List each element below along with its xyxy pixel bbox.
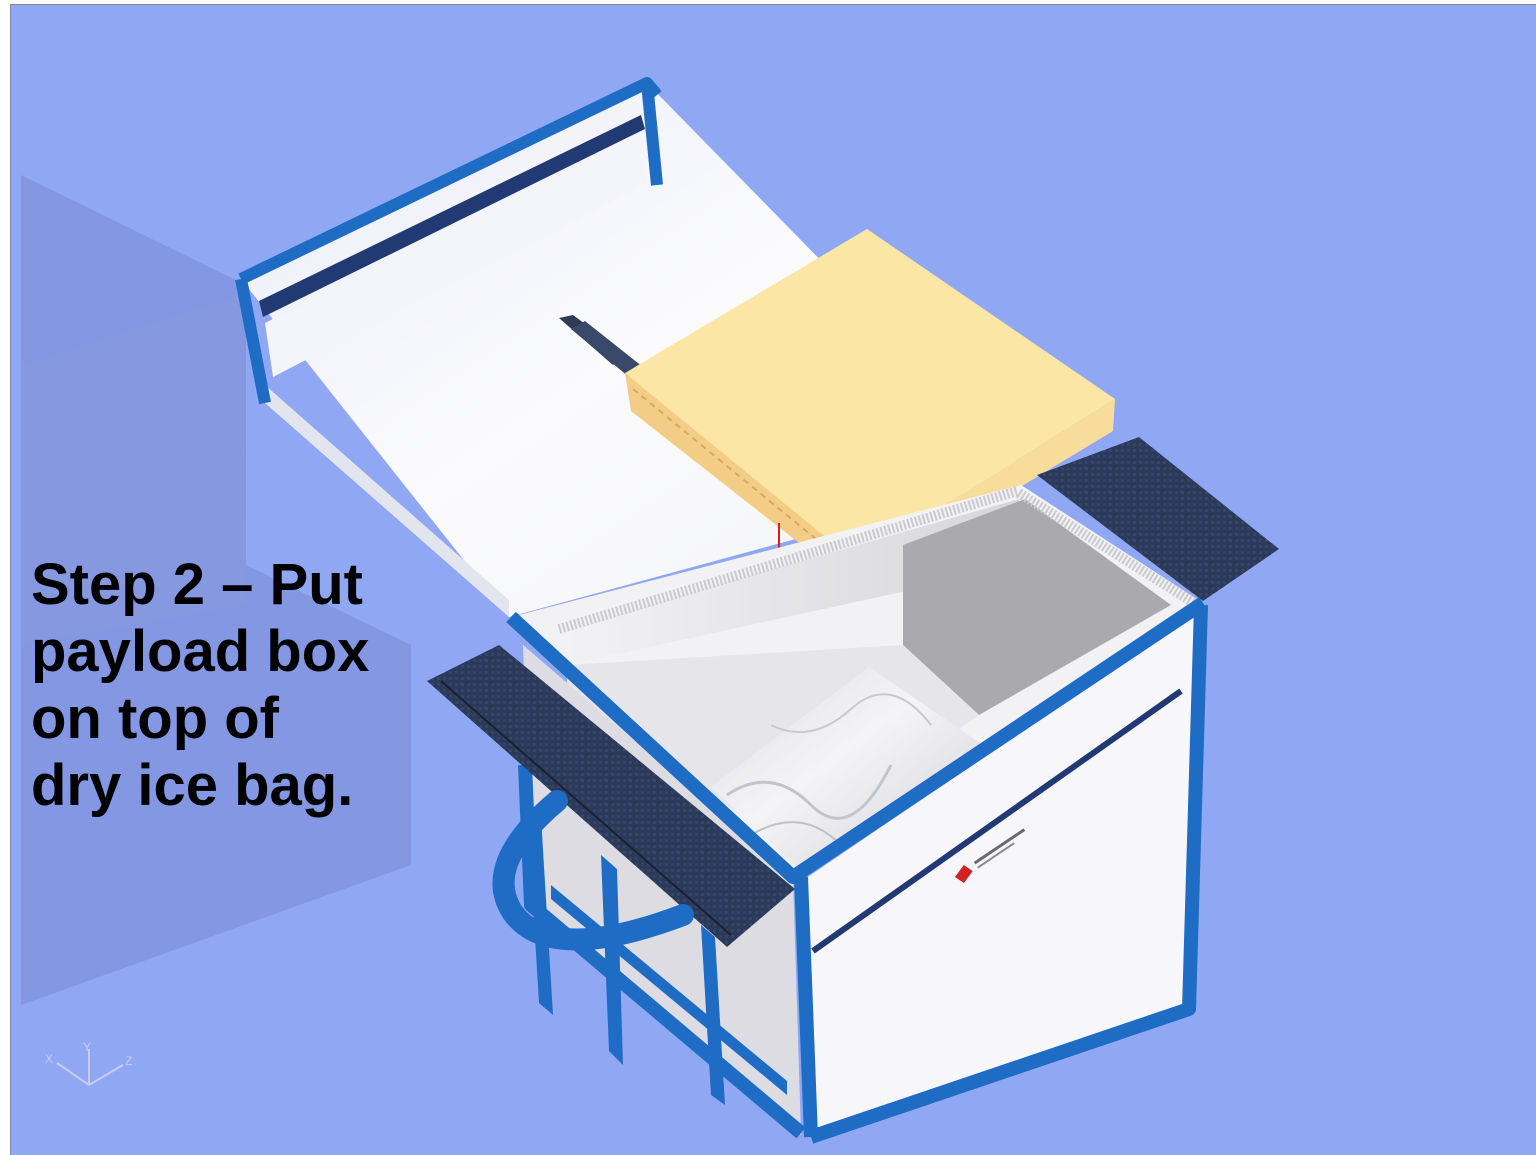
3d-viewport[interactable]: X Y Z Step 2 – Put payload box on top of… xyxy=(10,4,1536,1155)
axis-label-y: Y xyxy=(83,1040,91,1054)
axis-triad xyxy=(57,1049,123,1085)
step-caption: Step 2 – Put payload box on top of dry i… xyxy=(31,551,369,819)
axis-label-z: Z xyxy=(125,1054,132,1068)
axis-label-x: X xyxy=(45,1052,53,1066)
